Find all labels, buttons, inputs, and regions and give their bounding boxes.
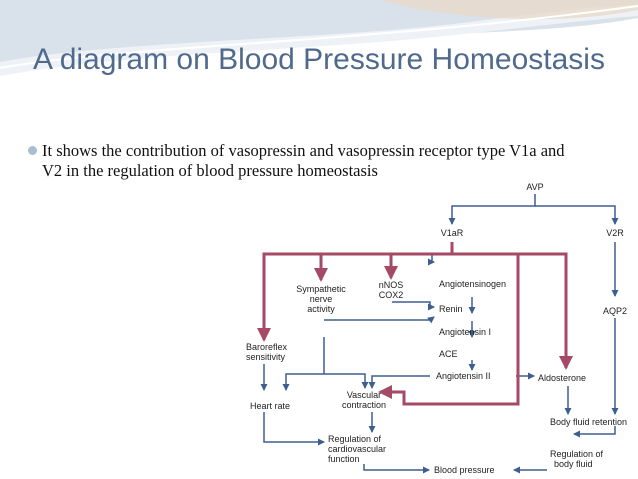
node-v1ar: V1aR xyxy=(440,228,464,238)
blue-arrows xyxy=(260,194,619,474)
node-sympathetic-line3: activity xyxy=(307,304,335,314)
slide-title: A diagram on Blood Pressure Homeostasis xyxy=(33,43,605,76)
node-blood-pressure: Blood pressure xyxy=(434,465,495,475)
diagram-arrows xyxy=(257,194,619,474)
node-renin: Renin xyxy=(439,304,463,314)
node-sympathetic-line1: Sympathetic xyxy=(296,284,346,294)
node-angiotensin-1: Angiotensin I xyxy=(439,327,492,337)
node-regulation-bf-line2: body fluid xyxy=(554,459,593,469)
node-aqp2: AQP2 xyxy=(602,306,628,316)
node-angiotensinogen: Angiotensinogen xyxy=(439,279,507,289)
node-body-fluid-retention: Body fluid retention xyxy=(550,417,628,427)
node-heart-rate: Heart rate xyxy=(250,401,291,411)
node-aldosterone: Aldosterone xyxy=(538,373,587,383)
node-regulation-bf-line1: Regulation of xyxy=(550,449,604,459)
red-arrows xyxy=(257,242,573,406)
title-swoosh-decoration xyxy=(0,0,638,76)
node-vascular-line2: contraction xyxy=(341,400,387,410)
node-cox2: COX2 xyxy=(378,290,404,300)
bullet-point: It shows the contribution of vasopressin… xyxy=(28,141,573,181)
node-regulation-cv-line1: Regulation of xyxy=(328,434,382,444)
node-sympathetic-line2: nerve xyxy=(309,294,333,304)
node-regulation-cv-line3: function xyxy=(328,454,360,464)
node-v2r: V2R xyxy=(606,228,624,238)
node-nnos: nNOS xyxy=(378,280,404,290)
node-regulation-cv-line2: cardiovascular xyxy=(328,444,387,454)
bullet-text: It shows the contribution of vasopressin… xyxy=(42,141,565,180)
node-vascular-line1: Vascular xyxy=(346,390,382,400)
node-avp: AVP xyxy=(526,182,544,192)
bullet-dot-icon xyxy=(28,146,37,155)
node-angiotensin-2: Angiotensin II xyxy=(436,371,491,381)
node-baroreflex-line2: sensitivity xyxy=(246,352,286,362)
node-ace: ACE xyxy=(439,349,458,359)
node-baroreflex-line1: Baroreflex xyxy=(246,342,288,352)
blood-pressure-diagram: AVP V1aR V2R nNOS COX2 Sympathetic nerve… xyxy=(244,176,638,479)
